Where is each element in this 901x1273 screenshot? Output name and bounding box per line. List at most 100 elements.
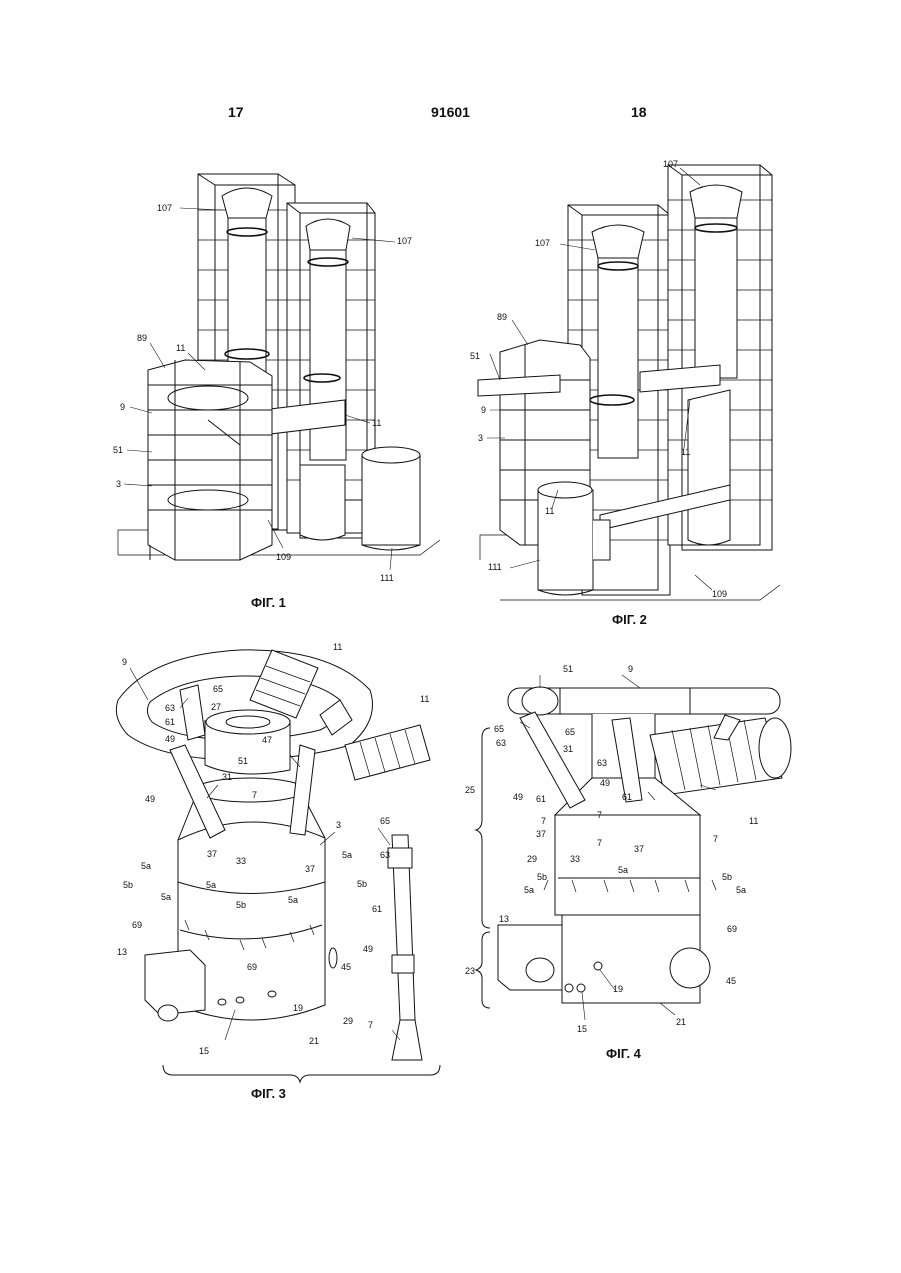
label: 5b [236, 900, 246, 910]
label: 7 [368, 1020, 373, 1030]
label: 5a [342, 850, 352, 860]
label: 5a [618, 865, 628, 875]
label: 65 [213, 684, 223, 694]
label: 31 [222, 772, 232, 782]
label: 5a [736, 885, 746, 895]
label: 63 [165, 703, 175, 713]
label: 7 [597, 838, 602, 848]
label: 33 [236, 856, 246, 866]
label: 11 [372, 418, 381, 428]
label: 69 [727, 924, 737, 934]
label: 3 [116, 479, 121, 489]
label: 51 [563, 664, 573, 674]
label: 69 [132, 920, 142, 930]
label: 33 [570, 854, 580, 864]
label: 69 [247, 962, 257, 972]
label: 51 [113, 445, 123, 455]
label: 65 [565, 727, 575, 737]
label: 27 [211, 702, 221, 712]
label: 29 [343, 1016, 353, 1026]
label: 3 [478, 433, 483, 443]
label: 111 [380, 573, 394, 583]
label: 11 [545, 506, 554, 516]
label: 89 [137, 333, 147, 343]
label: 61 [165, 717, 175, 727]
label: 15 [199, 1046, 209, 1056]
label: 9 [628, 664, 633, 674]
label: 61 [372, 904, 382, 914]
label: 49 [600, 778, 610, 788]
label: 45 [726, 976, 736, 986]
label: 5a [206, 880, 216, 890]
label: 49 [165, 734, 175, 744]
label: 107 [157, 203, 172, 213]
label: 37 [207, 849, 217, 859]
figure-3: 9 11 65 63 61 27 49 47 11 51 31 49 7 3 3… [116, 642, 440, 1101]
label: 9 [120, 402, 125, 412]
label: 7 [252, 790, 257, 800]
label: 63 [380, 850, 390, 860]
label: 9 [122, 657, 127, 667]
label: 107 [535, 238, 550, 248]
label: 21 [309, 1036, 319, 1046]
label: 13 [499, 914, 509, 924]
label: 11 [681, 447, 690, 457]
label: 109 [276, 552, 291, 562]
label: 49 [513, 792, 523, 802]
label: 3 [336, 820, 341, 830]
label: 5b [537, 872, 547, 882]
label: 109 [712, 589, 727, 599]
label: 7 [597, 810, 602, 820]
figure-2: 107 107 89 51 9 3 11 11 111 109 ФІГ. 2 [470, 159, 780, 627]
label: 25 [465, 785, 475, 795]
label: 63 [496, 738, 506, 748]
label: 51 [470, 351, 480, 361]
figure-1: 107 107 89 11 9 51 3 11 109 111 ФІГ. 1 [113, 174, 440, 610]
figure-4: 51 9 65 65 63 31 63 25 49 61 49 61 11 7 … [465, 664, 791, 1061]
label: 5b [123, 880, 133, 890]
label: 63 [597, 758, 607, 768]
label: 15 [577, 1024, 587, 1034]
label: 5b [357, 879, 367, 889]
label: 5a [524, 885, 534, 895]
figure-3-caption: ФІГ. 3 [251, 1086, 286, 1101]
label: 9 [481, 405, 486, 415]
label: 107 [663, 159, 678, 169]
label: 37 [634, 844, 644, 854]
figure-2-drawing [478, 165, 780, 600]
label: 37 [536, 829, 546, 839]
label: 107 [397, 236, 412, 246]
label: 37 [305, 864, 315, 874]
figure-3-drawing [116, 650, 440, 1082]
label: 19 [613, 984, 623, 994]
label: 89 [497, 312, 507, 322]
label: 5a [141, 861, 151, 871]
label: 61 [622, 792, 632, 802]
figure-1-drawing [118, 174, 440, 570]
label: 11 [420, 694, 429, 704]
label: 13 [117, 947, 127, 957]
figure-4-caption: ФІГ. 4 [606, 1046, 642, 1061]
label: 51 [238, 756, 248, 766]
figure-1-caption: ФІГ. 1 [251, 595, 286, 610]
label: 47 [262, 735, 272, 745]
label: 5b [722, 872, 732, 882]
label: 61 [536, 794, 546, 804]
label: 23 [465, 966, 475, 976]
label: 49 [363, 944, 373, 954]
label: 49 [145, 794, 155, 804]
label: 5a [161, 892, 171, 902]
label: 7 [541, 816, 546, 826]
label: 65 [380, 816, 390, 826]
label: 31 [563, 744, 573, 754]
label: 45 [341, 962, 351, 972]
label: 11 [176, 343, 185, 353]
label: 5a [288, 895, 298, 905]
label: 65 [494, 724, 504, 734]
label: 21 [676, 1017, 686, 1027]
label: 11 [333, 642, 342, 652]
label: 29 [527, 854, 537, 864]
label: 7 [713, 834, 718, 844]
label: 19 [293, 1003, 303, 1013]
